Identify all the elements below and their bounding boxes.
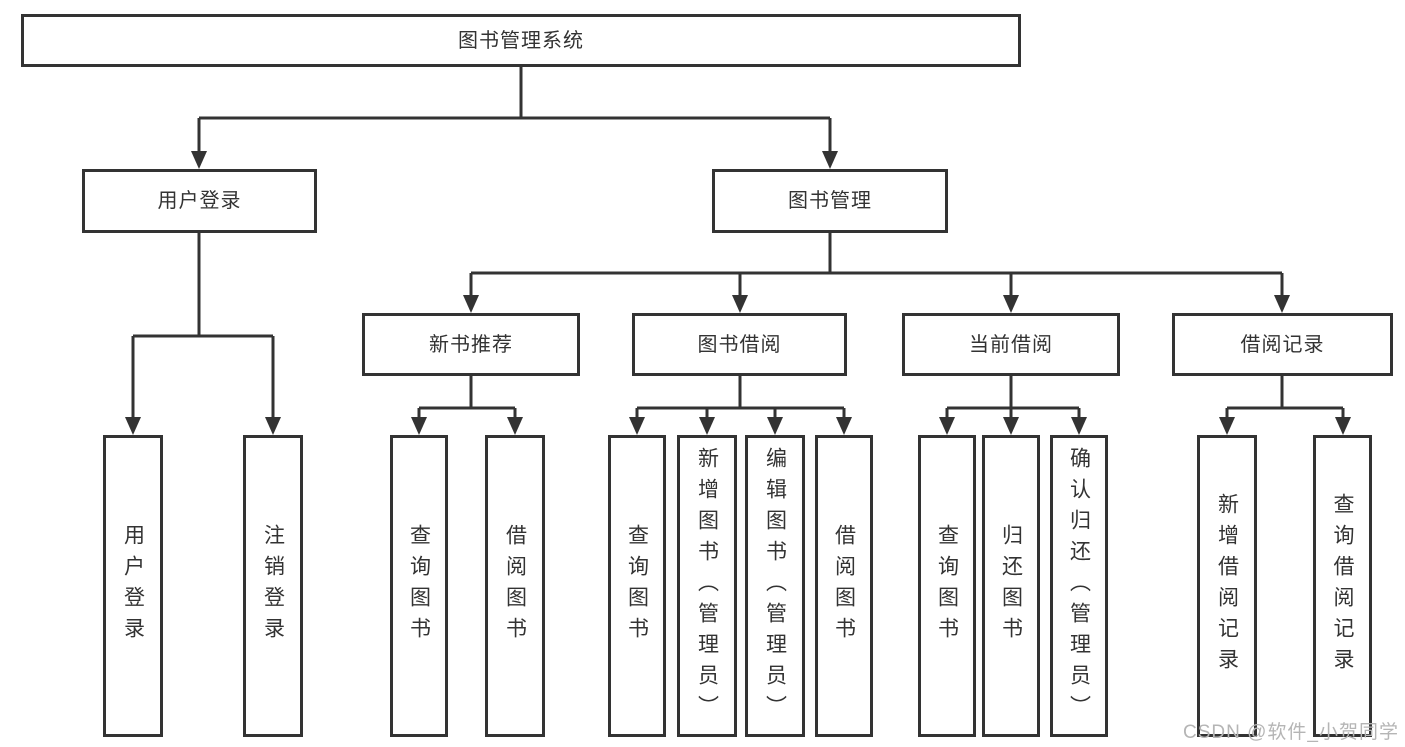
node-borrow-records: 借阅记录 [1172,313,1393,376]
connector-root-to-level2 [191,67,838,169]
leaf-logout: 注销登录 [243,435,303,737]
connector-current-to-leaves [939,376,1087,435]
leaf-current-return-books: 归还图书 [982,435,1040,737]
connector-recommend-to-leaves [411,376,523,435]
leaf-current-confirm-return-admin: 确认归还（管理员） [1050,435,1108,737]
leaf-borrow-edit-books-admin: 编辑图书（管理员） [745,435,805,737]
node-user-login: 用户登录 [82,169,317,233]
leaf-current-query-books: 查询图书 [918,435,976,737]
leaf-recommend-borrow-books: 借阅图书 [485,435,545,737]
node-root-system: 图书管理系统 [21,14,1021,67]
node-current-borrow: 当前借阅 [902,313,1120,376]
connector-login-to-leaves [125,233,281,435]
node-book-management: 图书管理 [712,169,948,233]
connector-mgmt-to-level3 [463,233,1290,313]
leaf-records-query-record: 查询借阅记录 [1313,435,1372,737]
node-book-borrow: 图书借阅 [632,313,847,376]
csdn-watermark: CSDN @软件_小贺同学 [1183,722,1399,743]
leaf-borrow-query-books: 查询图书 [608,435,666,737]
leaf-recommend-query-books: 查询图书 [390,435,448,737]
connector-borrow-to-leaves [629,376,852,435]
connector-records-to-leaves [1219,376,1351,435]
leaf-records-add-record: 新增借阅记录 [1197,435,1257,737]
leaf-borrow-add-books-admin: 新增图书（管理员） [677,435,737,737]
leaf-borrow-borrow-books: 借阅图书 [815,435,873,737]
node-new-book-recommend: 新书推荐 [362,313,580,376]
leaf-user-login: 用户登录 [103,435,163,737]
